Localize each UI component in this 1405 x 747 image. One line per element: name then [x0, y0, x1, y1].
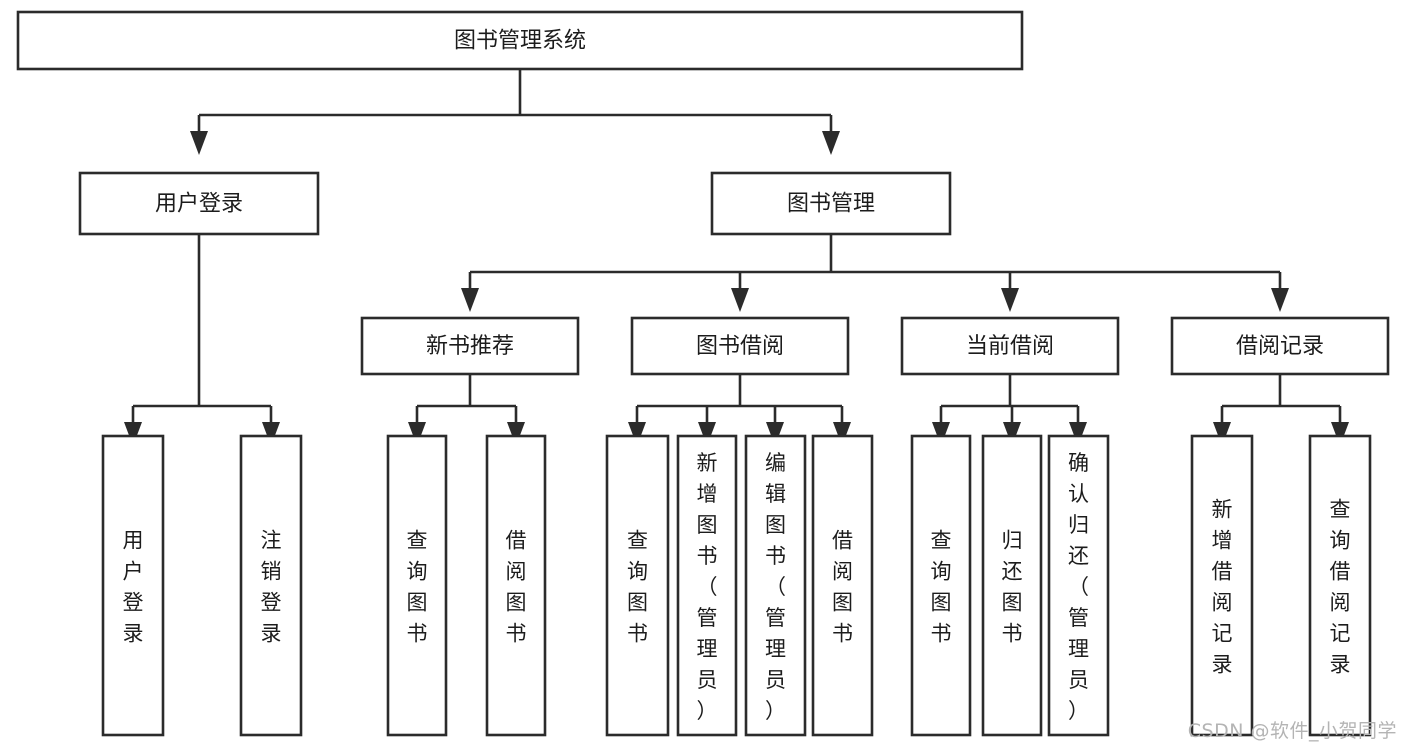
node-box[interactable] [1190, 434, 1254, 737]
node-label: 新增借阅记录 [1212, 498, 1233, 677]
connector-book-manage-trunk [461, 234, 1289, 312]
root-node-undefined[interactable]: 图书管理系统 [16, 10, 1024, 71]
node-label: 图书管理 [787, 192, 875, 217]
node-label: 用户登录 [155, 192, 243, 217]
leaf-node-leaf-borrow-book-2[interactable]: 借阅图书 [811, 434, 874, 737]
node-label: 用户登录 [123, 529, 144, 646]
level1-node-book-manage[interactable]: 图书管理 [710, 171, 952, 236]
node-label: 编辑图书（管理员） [765, 451, 786, 723]
node-box[interactable] [744, 434, 807, 737]
node-box[interactable] [239, 434, 303, 737]
connector-current-borrow-trunk [932, 374, 1087, 446]
node-label: 新书推荐 [426, 334, 514, 359]
level2-node-book-borrow[interactable]: 图书借阅 [630, 316, 850, 376]
level2-node-new-book-recommend[interactable]: 新书推荐 [360, 316, 580, 376]
connector-layer [124, 69, 1349, 446]
leaf-node-leaf-edit-book[interactable]: 编辑图书（管理员） [744, 434, 807, 737]
node-label: 借阅图书 [832, 529, 853, 646]
connector-book-borrow-trunk [628, 374, 851, 446]
node-label: 当前借阅 [966, 334, 1054, 359]
node-box[interactable] [78, 171, 320, 236]
node-label: 查询图书 [931, 529, 952, 646]
node-label: 归还图书 [1002, 529, 1023, 646]
leaf-node-leaf-query-book-3[interactable]: 查询图书 [910, 434, 972, 737]
node-label: 注销登录 [261, 529, 282, 646]
leaf-node-leaf-return-book[interactable]: 归还图书 [981, 434, 1043, 737]
node-box[interactable] [630, 316, 850, 376]
csdn-watermark: CSDN @软件_小贺同学 [1187, 720, 1397, 742]
leaf-node-leaf-borrow-book-1[interactable]: 借阅图书 [485, 434, 547, 737]
connector-borrow-record-trunk [1213, 374, 1349, 446]
level2-node-borrow-record[interactable]: 借阅记录 [1170, 316, 1390, 376]
node-box[interactable] [811, 434, 874, 737]
connector-root-trunk [190, 69, 840, 155]
node-box[interactable] [101, 434, 165, 737]
node-box[interactable] [981, 434, 1043, 737]
node-label: 确认归还（管理员） [1068, 451, 1089, 723]
node-box[interactable] [900, 316, 1120, 376]
node-box[interactable] [1170, 316, 1390, 376]
node-box[interactable] [910, 434, 972, 737]
leaf-node-leaf-query-record[interactable]: 查询借阅记录 [1308, 434, 1372, 737]
node-box[interactable] [360, 316, 580, 376]
connector-user-login-trunk [124, 234, 280, 446]
node-label: 查询图书 [627, 529, 648, 646]
node-label: 查询图书 [407, 529, 428, 646]
node-box[interactable] [676, 434, 738, 737]
leaf-node-leaf-query-book-1[interactable]: 查询图书 [386, 434, 448, 737]
node-box[interactable] [1047, 434, 1110, 737]
node-box[interactable] [710, 171, 952, 236]
leaf-node-leaf-user-login[interactable]: 用户登录 [101, 434, 165, 737]
node-label: 借阅记录 [1236, 334, 1324, 359]
node-label: 查询借阅记录 [1330, 498, 1351, 677]
node-label: 图书管理系统 [454, 29, 586, 54]
leaf-node-leaf-add-book[interactable]: 新增图书（管理员） [676, 434, 738, 737]
connector-new-book-recommend-trunk [408, 374, 525, 446]
node-box[interactable] [485, 434, 547, 737]
level2-node-current-borrow[interactable]: 当前借阅 [900, 316, 1120, 376]
node-label: 借阅图书 [506, 529, 527, 646]
node-box[interactable] [386, 434, 448, 737]
leaf-node-leaf-add-record[interactable]: 新增借阅记录 [1190, 434, 1254, 737]
leaf-node-leaf-query-book-2[interactable]: 查询图书 [605, 434, 670, 737]
node-box[interactable] [1308, 434, 1372, 737]
leaf-node-leaf-logout[interactable]: 注销登录 [239, 434, 303, 737]
level1-node-user-login[interactable]: 用户登录 [78, 171, 320, 236]
node-box[interactable] [605, 434, 670, 737]
node-label: 新增图书（管理员） [697, 451, 718, 723]
node-label: 图书借阅 [696, 334, 784, 359]
node-box[interactable] [16, 10, 1024, 71]
leaf-node-leaf-confirm-return[interactable]: 确认归还（管理员） [1047, 434, 1110, 737]
node-layer: 图书管理系统用户登录图书管理新书推荐图书借阅当前借阅借阅记录用户登录注销登录查询… [16, 10, 1390, 737]
